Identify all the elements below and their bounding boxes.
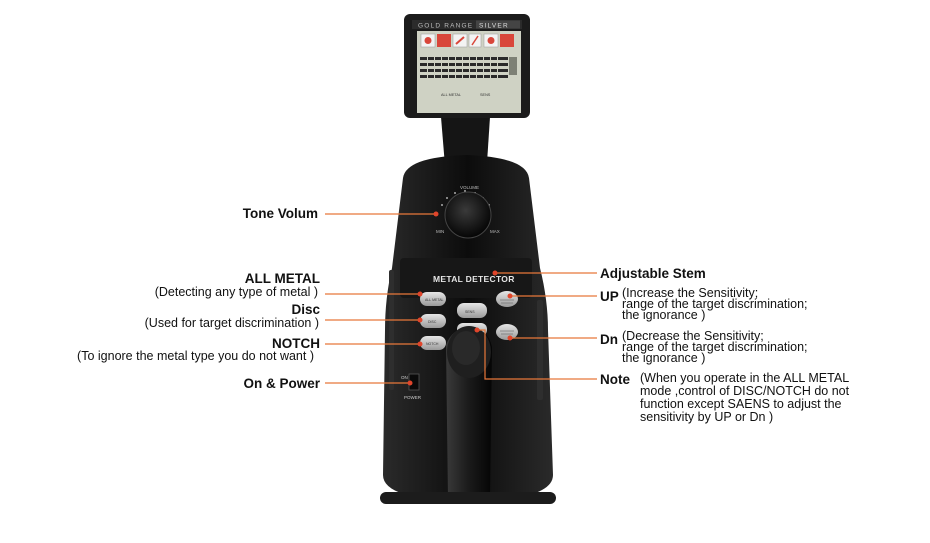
btn-sens-label: SENS: [465, 310, 475, 314]
callout-notch-title: NOTCH: [272, 336, 320, 351]
up-button[interactable]: [496, 291, 518, 307]
knob-label-max: MAX: [490, 229, 500, 234]
body-base: [380, 492, 556, 504]
lcd-side-indicator: [509, 57, 517, 75]
callout-note-desc-2: mode ,control of DISC/NOTCH do not: [640, 384, 850, 398]
key-icon-mark: [455, 36, 465, 45]
callout-dn-desc-2: range of the target discrimination;: [622, 340, 808, 354]
leader-note: [477, 329, 597, 380]
callout-up-desc-3: the ignorance ): [622, 308, 706, 322]
screen-banner-gold: GOLD RANGE: [418, 23, 473, 30]
screen-label-all-metal: ALL METAL: [441, 93, 461, 97]
side-grille: [389, 270, 543, 400]
disc-button[interactable]: [420, 314, 446, 328]
callout-note-desc-3: function except SAENS to adjust the: [640, 397, 842, 411]
lcd-segments: [420, 57, 508, 78]
callout-dn-desc-1: (Decrease the Sensitivity;: [622, 329, 764, 343]
callout-up-title: UP: [600, 289, 619, 304]
down-button[interactable]: [496, 324, 518, 340]
callout-all-metal-title: ALL METAL: [244, 271, 320, 286]
callout-all-metal-desc: (Detecting any type of metal ): [154, 285, 318, 299]
handle-highlight: [452, 331, 480, 365]
callout-note-desc-4: sensitivity by UP or Dn ): [640, 410, 774, 424]
callout-adjustable-stem: Adjustable Stem: [600, 266, 706, 281]
coin-icon-dot: [424, 37, 432, 44]
switch-label-on: ON: [401, 375, 408, 380]
screen-banner-silver: SILVER: [479, 23, 509, 30]
screen-label-sens: SENS: [480, 93, 491, 97]
cap-icon-dot: [487, 37, 495, 44]
sens-button[interactable]: [457, 303, 487, 318]
btn-all-metal-label: ALL METAL: [425, 298, 444, 302]
down-button-ridges: [500, 330, 514, 335]
all-metal-button[interactable]: [420, 292, 446, 306]
knob-label-min: MIN: [436, 229, 444, 234]
callout-dn-title: Dn: [600, 332, 618, 347]
callout-note-desc-1: (When you operate in the ALL METAL: [640, 371, 850, 385]
notch-button[interactable]: [420, 336, 446, 350]
foil-icon: [500, 34, 514, 47]
callout-disc-title: Disc: [291, 302, 320, 317]
callout-note-title: Note: [600, 372, 630, 387]
control-panel: [400, 258, 532, 298]
lcd-banner: [412, 20, 522, 29]
btn-notch-label: NOTCH: [426, 342, 439, 346]
knob-label-volume: VOLUME: [460, 185, 479, 190]
up-button-ridges: [500, 299, 514, 304]
callout-up-desc-2: range of the target discrimination;: [622, 297, 808, 311]
volume-knob[interactable]: [444, 191, 492, 239]
callout-on-power: On & Power: [243, 376, 320, 391]
leader-lines: [325, 213, 597, 384]
ring-icon: [437, 34, 451, 47]
nail-icon-mark: [471, 35, 479, 46]
screen-banner-silver-bg: [476, 20, 520, 29]
panel-title: METAL DETECTOR: [433, 274, 515, 284]
btn-disc-label: DISC: [428, 320, 437, 324]
callout-up-desc-1: (Increase the Sensitivity;: [622, 286, 759, 300]
callout-notch-desc: (To ignore the metal type you do not wan…: [77, 349, 314, 363]
switch-label-power: POWER: [404, 395, 422, 400]
callout-dn-desc-3: the ignorance ): [622, 351, 706, 365]
leader-dots: [407, 211, 513, 386]
callout-disc-desc: (Used for target discrimination ): [144, 316, 319, 330]
callout-tone-volume: Tone Volum: [242, 206, 318, 221]
